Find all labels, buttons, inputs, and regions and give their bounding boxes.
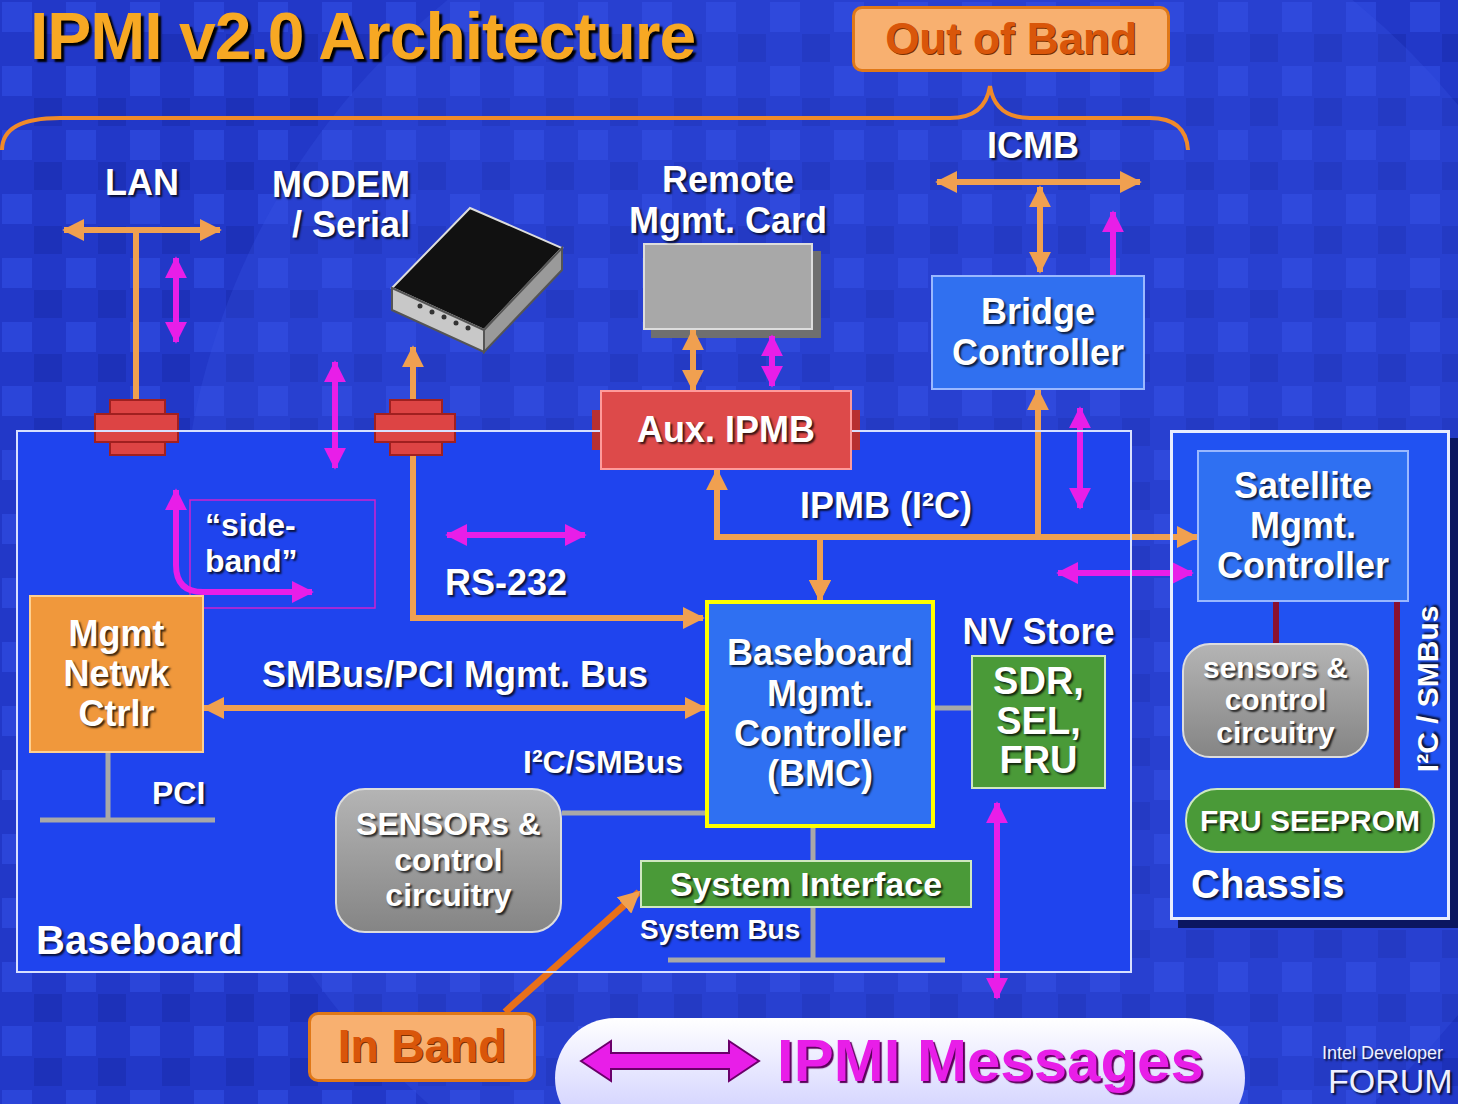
ipmi-message-arrow [447,532,585,538]
band-tag: Out of Band [852,6,1170,72]
connector [820,537,1197,600]
logo-text: Intel Developer [1322,1043,1443,1063]
legend-swatch [579,1039,761,1083]
ipmi-message-arrow [994,803,1000,998]
modem-led [430,310,435,315]
icmb-wire [1037,187,1043,272]
modem-side [484,248,562,352]
eeprom-pill: FRU SEEPROM [1185,788,1435,853]
note-label: “side-band” [205,508,323,580]
double-arrow-sample [581,1041,759,1081]
box-text: System Interface [670,867,942,901]
box-text: Aux. IPMB [637,410,815,450]
box-text: SDR, SEL, FRU [977,662,1100,782]
bus-label: IPMB (I²C) [800,486,972,526]
baseboard-fill [16,430,1132,973]
bus-label: PCI [152,776,205,812]
pci-bus [40,818,215,823]
ipmi-message-arrow [173,258,179,342]
chassis-fill [1170,430,1450,920]
system-bus [811,908,816,960]
modem-icon [392,208,562,352]
storage-box: NV StoreSDR, SEL, FRU [971,655,1106,789]
box-text: Baseboard Mgmt. Controller (BMC) [713,633,927,794]
box-text: sensors & control circuitry [1188,652,1363,749]
sensor-box: SENSORs & control circuitry [335,788,562,933]
remote-card: Remote Mgmt. Card [643,243,813,330]
port-label: LAN [105,163,179,203]
controller-box: Mgmt Netwk Ctrlr [29,595,204,753]
legend-item: IPMI Messages [579,1028,1204,1094]
connector [811,828,816,860]
bus-label: SMBus/PCI Mgmt. Bus [262,655,648,695]
bus-label: System Bus [640,914,800,945]
bus-label: I²C / SMBus [1411,589,1445,789]
connector [204,705,705,711]
modem-front [392,288,484,352]
port-connector [95,400,455,455]
ipmi-message-arrow [332,362,338,468]
connector [690,330,696,390]
bus-label: RS-232 [445,563,567,603]
legend-text: IPMI Messages [777,1028,1204,1094]
store-heading: NV Store [962,612,1114,652]
card-heading: Remote Mgmt. Card [618,160,838,241]
icmb-arrow [937,179,1140,185]
modem-led [454,321,459,326]
sensor-box: sensors & control circuitry [1182,643,1369,758]
bus-label: ICMB [987,126,1079,166]
modem-led [466,326,471,331]
box-text: Mgmt Netwk Ctrlr [35,614,198,735]
region-name: Chassis [1191,862,1344,907]
slide-title: IPMI v2.0 Architecture [30,0,695,74]
system-bus [668,958,945,963]
controller-box: Baseboard Mgmt. Controller (BMC) [705,600,935,828]
modem-led [442,315,447,320]
modem-led [418,304,423,309]
connector [562,811,705,816]
legend: IPMI Messages [555,1018,1245,1104]
bus-label: I²C/SMBus [523,745,683,781]
lan-arrow [64,227,220,233]
ipmi-message-arrow [769,336,775,386]
logo-text: FORUM [1328,1062,1453,1100]
connector-tab [95,414,178,442]
connector [935,706,971,711]
box-text: In Band [338,1021,507,1073]
connector [1394,602,1400,788]
connector-tab [375,414,455,442]
controller-box: Bridge Controller [931,275,1145,390]
controller-box: Satellite Mgmt. Controller [1197,450,1409,602]
box-text: SENSORs & control circuitry [341,807,556,914]
port-label: MODEM / Serial [260,165,410,246]
bus-connector: Aux. IPMB [600,390,852,470]
chassis-region: Satellite Mgmt. Controller sensors & cont… [1170,430,1450,920]
box-text: Out of Band [885,14,1137,63]
box-text: Bridge Controller [937,292,1139,373]
box-text: Satellite Mgmt. Controller [1203,466,1403,587]
pci-bus [106,753,111,820]
band-tag: In Band [308,1012,536,1082]
region-name: Baseboard [36,918,243,963]
box-text: FRU SEEPROM [1200,804,1420,838]
rs232-wire [413,347,703,618]
ipmi-message-arrow [1077,408,1083,508]
connector [1273,602,1279,643]
interface-box: System Interface [640,860,972,908]
